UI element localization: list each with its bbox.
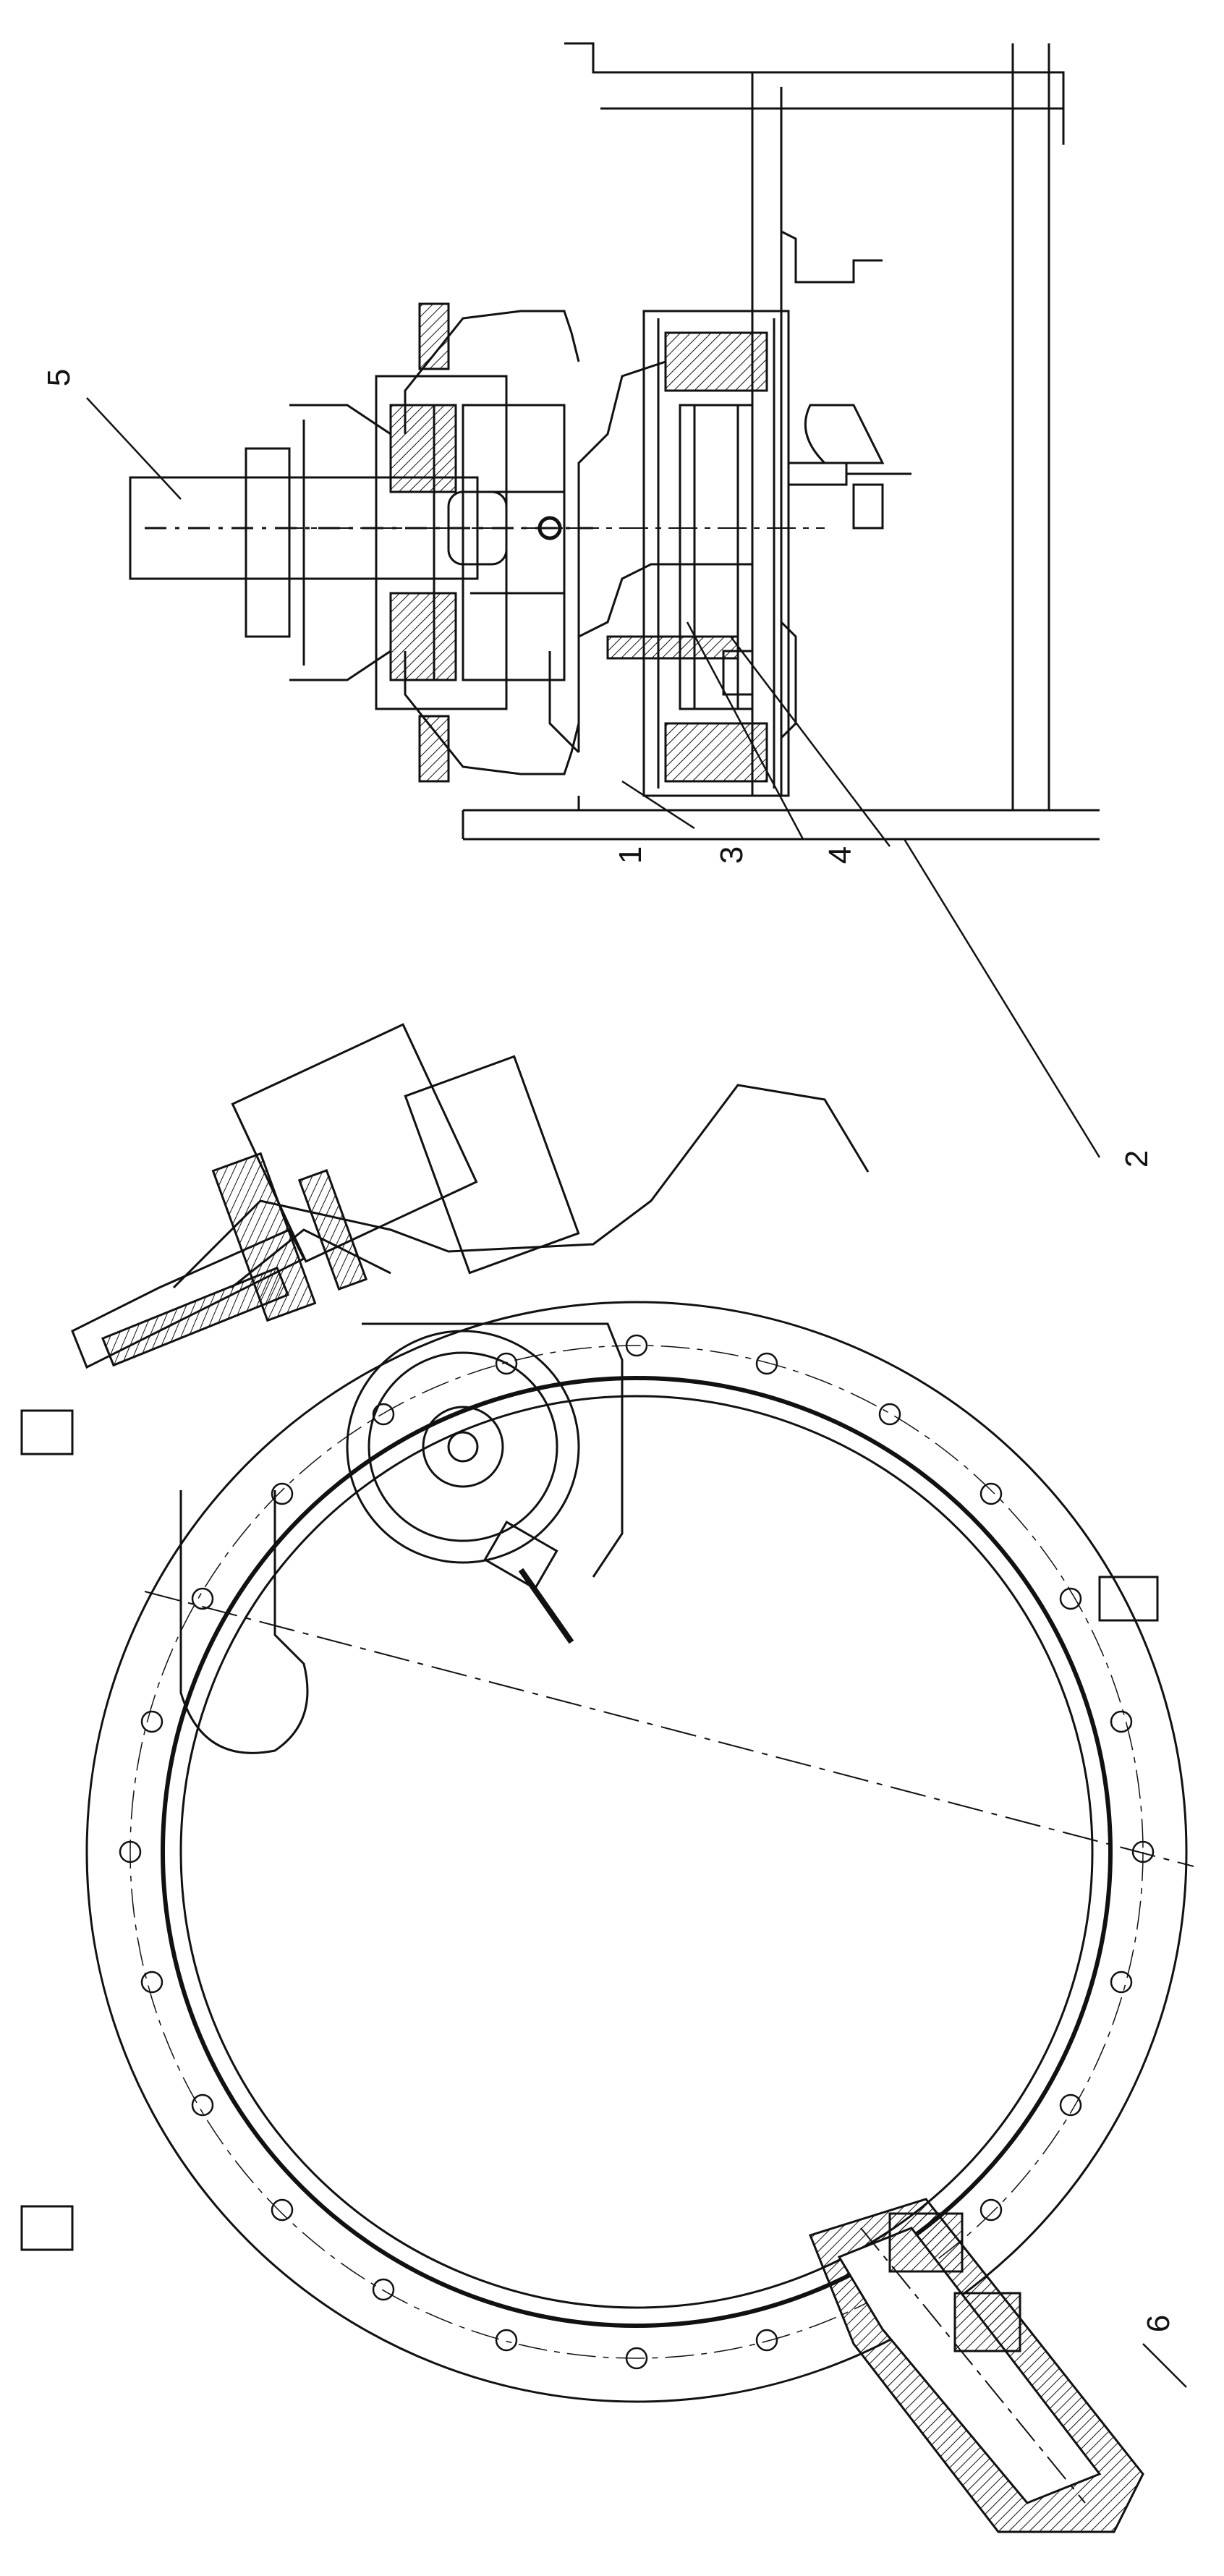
ring-centerline <box>144 1591 1194 1867</box>
callout-1: 1 <box>613 846 649 864</box>
callout-6: 6 <box>1141 2314 1177 2333</box>
frame-rail <box>462 42 1100 841</box>
side-lug-top <box>20 1409 74 1455</box>
flange-bolts <box>606 462 911 739</box>
drive-mount <box>172 1023 870 1322</box>
lower-ring-view <box>20 1023 1194 2533</box>
bolt-holes <box>119 1334 1155 2370</box>
upper-section-view <box>129 42 1100 841</box>
inner-ring <box>161 1376 1113 2328</box>
callout-3: 3 <box>714 846 750 864</box>
side-lug-right <box>1098 1576 1159 1622</box>
keyway-slot <box>179 1490 309 1754</box>
outer-ring <box>85 1301 1188 2403</box>
leader-lines-upper <box>86 397 1101 1158</box>
bore <box>179 1395 1094 2309</box>
inclined-nozzle <box>71 1228 306 1369</box>
leader-line-6 <box>1142 2343 1187 2388</box>
bolt-circle <box>129 1345 1144 2359</box>
discharge-chute <box>809 2198 1144 2533</box>
gear-housing <box>548 310 790 797</box>
callout-2: 2 <box>1119 1149 1155 1168</box>
callout-4: 4 <box>823 846 859 864</box>
side-lug-bottom <box>20 2205 74 2251</box>
pinion-gear <box>346 1322 624 1644</box>
drive-shaft <box>129 404 593 681</box>
callout-5: 5 <box>41 368 77 387</box>
